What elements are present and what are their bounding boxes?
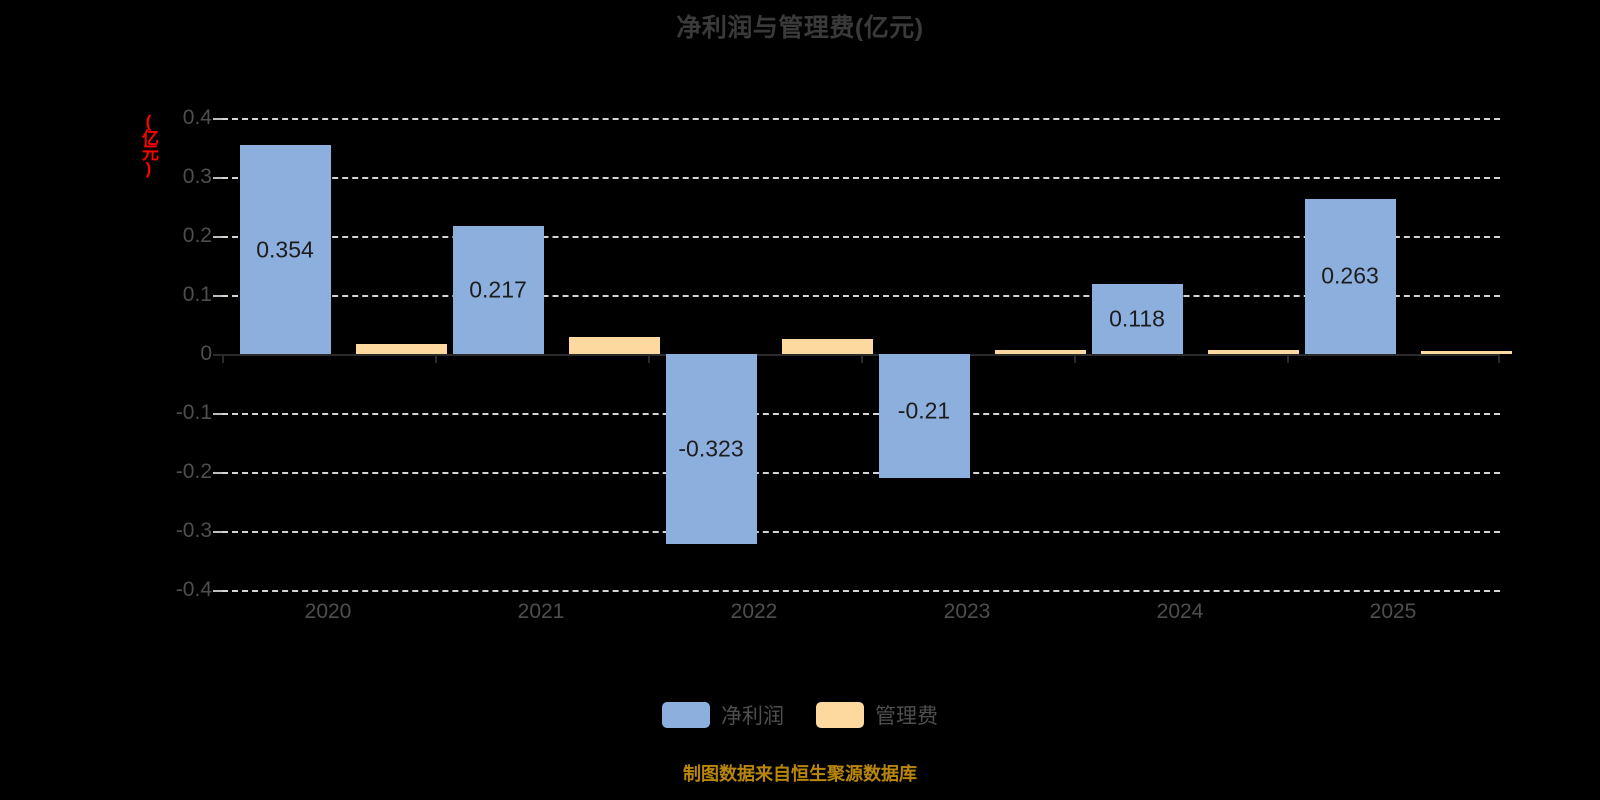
legend-swatch-icon <box>662 702 710 728</box>
y-axis-tick-labels: 0.4 0.3 0.2 0.1 0 -0.1 -0.2 -0.3 -0.4 <box>130 106 212 601</box>
legend-label-net-profit: 净利润 <box>721 705 784 728</box>
bar-group-2022: -0.323 <box>648 118 873 590</box>
x-tick-mark <box>222 354 224 363</box>
x-tick-label-2023: 2023 <box>943 600 991 623</box>
gridline--0.3 <box>222 531 1500 533</box>
y-tick-mark <box>213 118 222 120</box>
gridline--0.2 <box>222 472 1500 474</box>
x-tick-mark <box>648 354 650 363</box>
legend-label-admin-expense: 管理费 <box>875 705 938 728</box>
bar-value-label-2023: -0.21 <box>897 397 951 424</box>
bar-admin-expense-2020[interactable] <box>356 344 447 354</box>
x-tick-mark <box>435 354 437 363</box>
gridline-0.2 <box>222 236 1500 238</box>
bar-admin-expense-2025[interactable] <box>1421 351 1512 354</box>
y-tick-label: 0.4 <box>182 106 212 129</box>
y-tick-label: -0.2 <box>175 460 212 483</box>
y-tick-label: 0.2 <box>182 224 212 247</box>
bar-group-2021: 0.217 <box>435 118 660 590</box>
x-tick-label-2020: 2020 <box>304 600 352 623</box>
x-tick-label-2022: 2022 <box>730 600 778 623</box>
bar-net-profit-2025[interactable] <box>1305 199 1396 354</box>
bar-value-label-2025: 0.263 <box>1321 262 1379 289</box>
y-tick-label: 0 <box>200 342 212 365</box>
y-tick-label: -0.3 <box>175 519 212 542</box>
y-tick-mark <box>213 354 222 356</box>
gridline-0.1 <box>222 295 1500 297</box>
bar-admin-expense-2021[interactable] <box>569 337 660 354</box>
gridline-0.3 <box>222 177 1500 179</box>
y-tick-mark <box>213 413 222 415</box>
y-tick-label: -0.4 <box>175 578 212 601</box>
bar-admin-expense-2023[interactable] <box>995 350 1086 354</box>
bar-net-profit-2023[interactable] <box>879 354 970 478</box>
bar-net-profit-2022[interactable] <box>666 354 757 544</box>
page-title: 净利润与管理费(亿元) <box>676 14 924 42</box>
x-tick-mark <box>861 354 863 363</box>
bar-value-label-2022: -0.323 <box>678 435 744 462</box>
chart-legend: 净利润 管理费 <box>0 700 1600 730</box>
legend-swatch-icon <box>816 702 864 728</box>
bar-value-label-2024: 0.118 <box>1109 305 1165 332</box>
gridline--0.1 <box>222 413 1500 415</box>
y-tick-label: 0.3 <box>182 165 212 188</box>
gridline-0.4 <box>222 118 1500 120</box>
y-tick-label: 0.1 <box>182 283 212 306</box>
x-tick-mark <box>1074 354 1076 363</box>
y-tick-mark <box>213 472 222 474</box>
x-tick-mark <box>1498 354 1500 363</box>
y-tick-mark <box>213 177 222 179</box>
data-source-note: 制图数据来自恒生聚源数据库 <box>683 764 917 784</box>
bar-net-profit-2024[interactable] <box>1092 284 1183 354</box>
y-axis-unit-label: (亿元) <box>139 112 158 176</box>
bar-value-label-2021: 0.217 <box>469 276 527 303</box>
x-tick-label-2021: 2021 <box>517 600 565 623</box>
y-tick-label: -0.1 <box>175 401 212 424</box>
x-tick-mark <box>1287 354 1289 363</box>
bar-group-2023: -0.21 <box>861 118 1086 590</box>
legend-item-net-profit[interactable]: 净利润 <box>662 700 784 730</box>
y-tick-mark <box>213 295 222 297</box>
x-tick-label-2024: 2024 <box>1156 600 1204 623</box>
legend-item-admin-expense[interactable]: 管理费 <box>816 700 938 730</box>
bar-value-label-2020: 0.354 <box>256 236 314 263</box>
y-tick-mark <box>213 236 222 238</box>
gridline--0.4 <box>222 590 1500 592</box>
bar-net-profit-2020[interactable] <box>240 145 331 354</box>
plot-area: 0.354 0.217 -0.323 -0.21 0.118 0.263 <box>213 118 1512 592</box>
bar-group-2020: 0.354 <box>222 118 447 590</box>
bar-admin-expense-2024[interactable] <box>1208 350 1299 354</box>
y-tick-mark <box>213 590 222 592</box>
y-tick-mark <box>213 531 222 533</box>
bar-net-profit-2021[interactable] <box>453 226 544 354</box>
bar-group-2025: 0.263 <box>1287 118 1512 590</box>
x-axis-tick-labels: 2020 2021 2022 2023 2024 2025 <box>222 600 1500 634</box>
bar-group-2024: 0.118 <box>1074 118 1299 590</box>
bar-admin-expense-2022[interactable] <box>782 339 873 354</box>
x-tick-label-2025: 2025 <box>1369 600 1417 623</box>
